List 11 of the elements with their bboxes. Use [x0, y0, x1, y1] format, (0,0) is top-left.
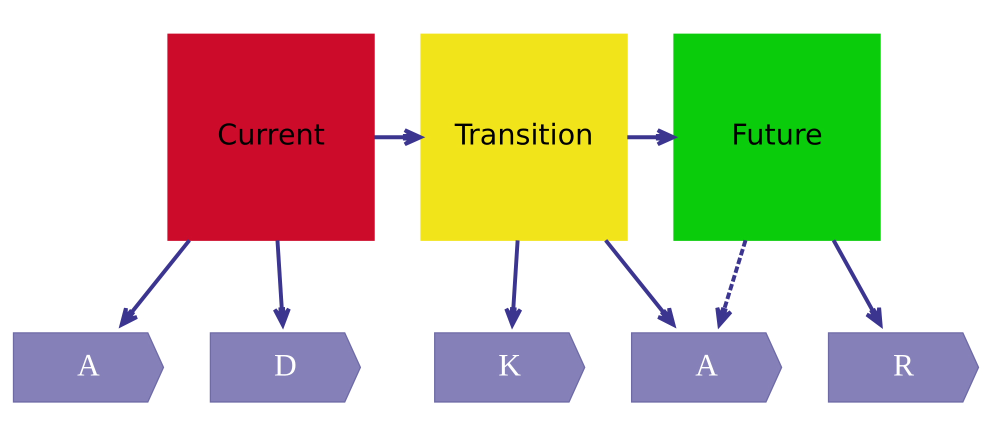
arrow [504, 240, 522, 326]
arrow [374, 128, 422, 146]
node-box: Current [167, 33, 375, 240]
arrow [832, 238, 883, 326]
node-box: Transition [420, 33, 628, 240]
arrow [120, 238, 191, 326]
arrow [272, 240, 291, 326]
arrow [604, 238, 676, 326]
node-box: Future [673, 33, 881, 240]
arrow [715, 239, 748, 326]
arrow [627, 128, 676, 146]
